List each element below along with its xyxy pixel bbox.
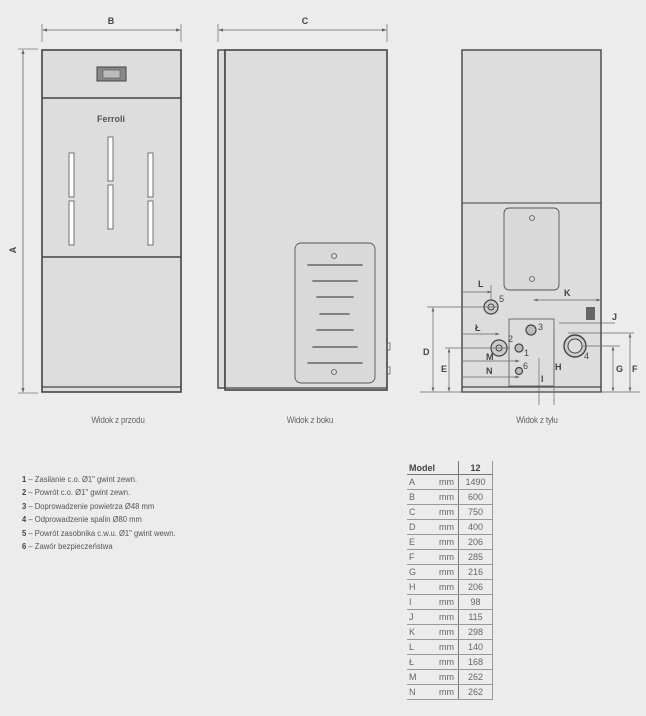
svg-text:3: 3 [538, 322, 543, 332]
legend-item: 1 – Zasilanie c.o. Ø1" gwint zewn. [22, 474, 137, 484]
svg-text:C: C [302, 16, 309, 26]
front-view: B A Ferroli [8, 16, 182, 394]
side-view-caption: Widok z boku [286, 415, 334, 425]
technical-drawing: B A Ferroli C [8, 16, 640, 405]
svg-text:4: 4 [584, 351, 589, 361]
svg-text:F: F [632, 364, 638, 374]
rear-view-caption: Widok z tyłu [516, 415, 558, 425]
legend-item: 2 – Powrót c.o. Ø1" gwint zewn. [22, 487, 131, 498]
legend-item: 4 – Odprowadzenie spalin Ø80 mm [22, 514, 142, 525]
side-view: C [217, 16, 391, 391]
svg-text:K: K [564, 288, 571, 298]
svg-text:1: 1 [524, 348, 529, 358]
svg-text:6: 6 [523, 361, 528, 371]
front-view-caption: Widok z przodu [91, 415, 145, 425]
svg-text:I: I [541, 374, 544, 384]
svg-text:Ł: Ł [475, 323, 481, 333]
svg-text:N: N [486, 366, 493, 376]
svg-text:E: E [441, 364, 447, 374]
svg-text:Ferroli: Ferroli [97, 114, 125, 124]
svg-text:H: H [555, 362, 562, 372]
svg-text:G: G [616, 364, 623, 374]
svg-text:A: A [8, 246, 18, 253]
table-header: Model 12 [407, 461, 493, 475]
svg-text:L: L [478, 279, 484, 289]
svg-text:D: D [423, 347, 430, 357]
legend-item: 6 – Zawór bezpieczeństwa [22, 541, 113, 552]
connections-legend: 1 – Zasilanie c.o. Ø1" gwint zewn. 2 – P… [22, 473, 193, 553]
svg-text:2: 2 [508, 334, 513, 344]
svg-text:5: 5 [499, 294, 504, 304]
svg-text:M: M [486, 352, 494, 362]
svg-text:B: B [108, 16, 115, 26]
rear-view: 5 2 1 3 6 4 [420, 49, 640, 405]
svg-text:J: J [612, 312, 617, 322]
legend-item: 3 – Doprowadzenie powietrza Ø48 mm [22, 500, 155, 511]
legend-item: 5 – Powrót zasobnika c.w.u. Ø1" gwint we… [22, 527, 176, 538]
